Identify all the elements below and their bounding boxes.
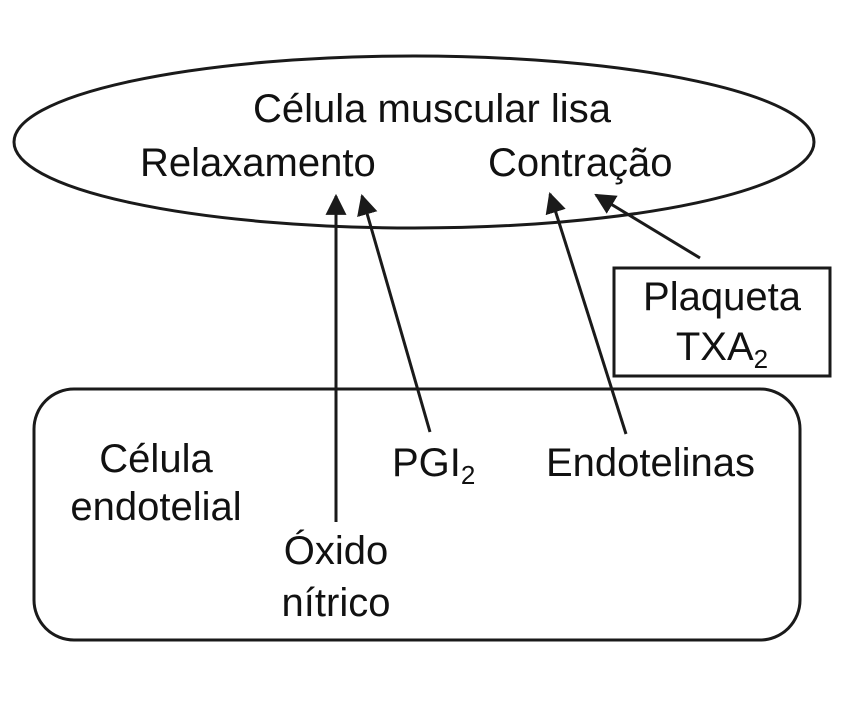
txa2-subscript: 2 [753, 344, 769, 374]
endothelial-label-line1: Célula [99, 437, 213, 481]
relaxation-label: Relaxamento [140, 141, 376, 185]
arrow-endothelins-to-contraction [545, 191, 628, 435]
arrow-platelet-to-contraction [594, 193, 701, 260]
arrow-pgi2-to-relaxation [357, 193, 432, 433]
pgi2-label: PGI2 [392, 440, 475, 488]
platelet-label: Plaqueta [643, 275, 801, 319]
txa2-label: TXA2 [614, 324, 830, 372]
smooth-muscle-title: Célula muscular lisa [253, 87, 611, 131]
pgi2-subscript: 2 [460, 460, 476, 490]
endothelial-label-line2: endotelial [70, 485, 242, 529]
nitric-oxide-line2: nítrico [281, 581, 391, 625]
smooth-muscle-cell-ellipse [12, 54, 816, 230]
txa2-base: TXA [675, 325, 754, 369]
contraction-label: Contração [488, 141, 673, 185]
endothelins-label: Endotelinas [546, 441, 756, 485]
nitric-oxide-line1: Óxido [283, 529, 389, 573]
platelet-box [612, 266, 832, 378]
pgi2-base: PGI [392, 441, 461, 485]
